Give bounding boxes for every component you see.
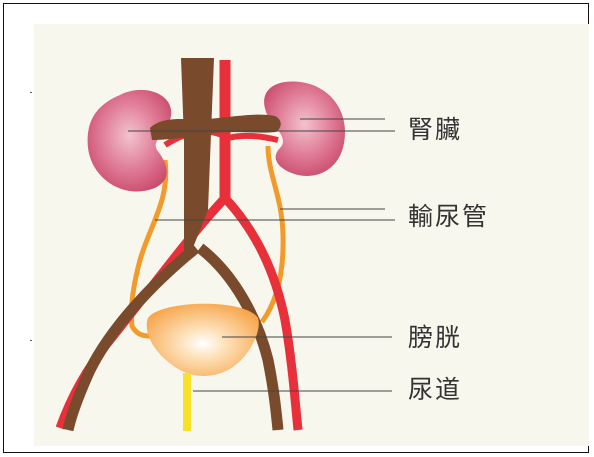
urethra [183, 373, 191, 431]
right-renal-artery [228, 136, 278, 140]
vena-cava [181, 58, 214, 255]
left-kidney [88, 90, 172, 192]
ureter-label: 輸尿管 [408, 197, 489, 233]
kidney-label: 腎臟 [408, 110, 462, 146]
urethra-label: 尿道 [408, 370, 462, 406]
bladder [147, 304, 259, 376]
bladder-label: 膀胱 [408, 318, 462, 354]
